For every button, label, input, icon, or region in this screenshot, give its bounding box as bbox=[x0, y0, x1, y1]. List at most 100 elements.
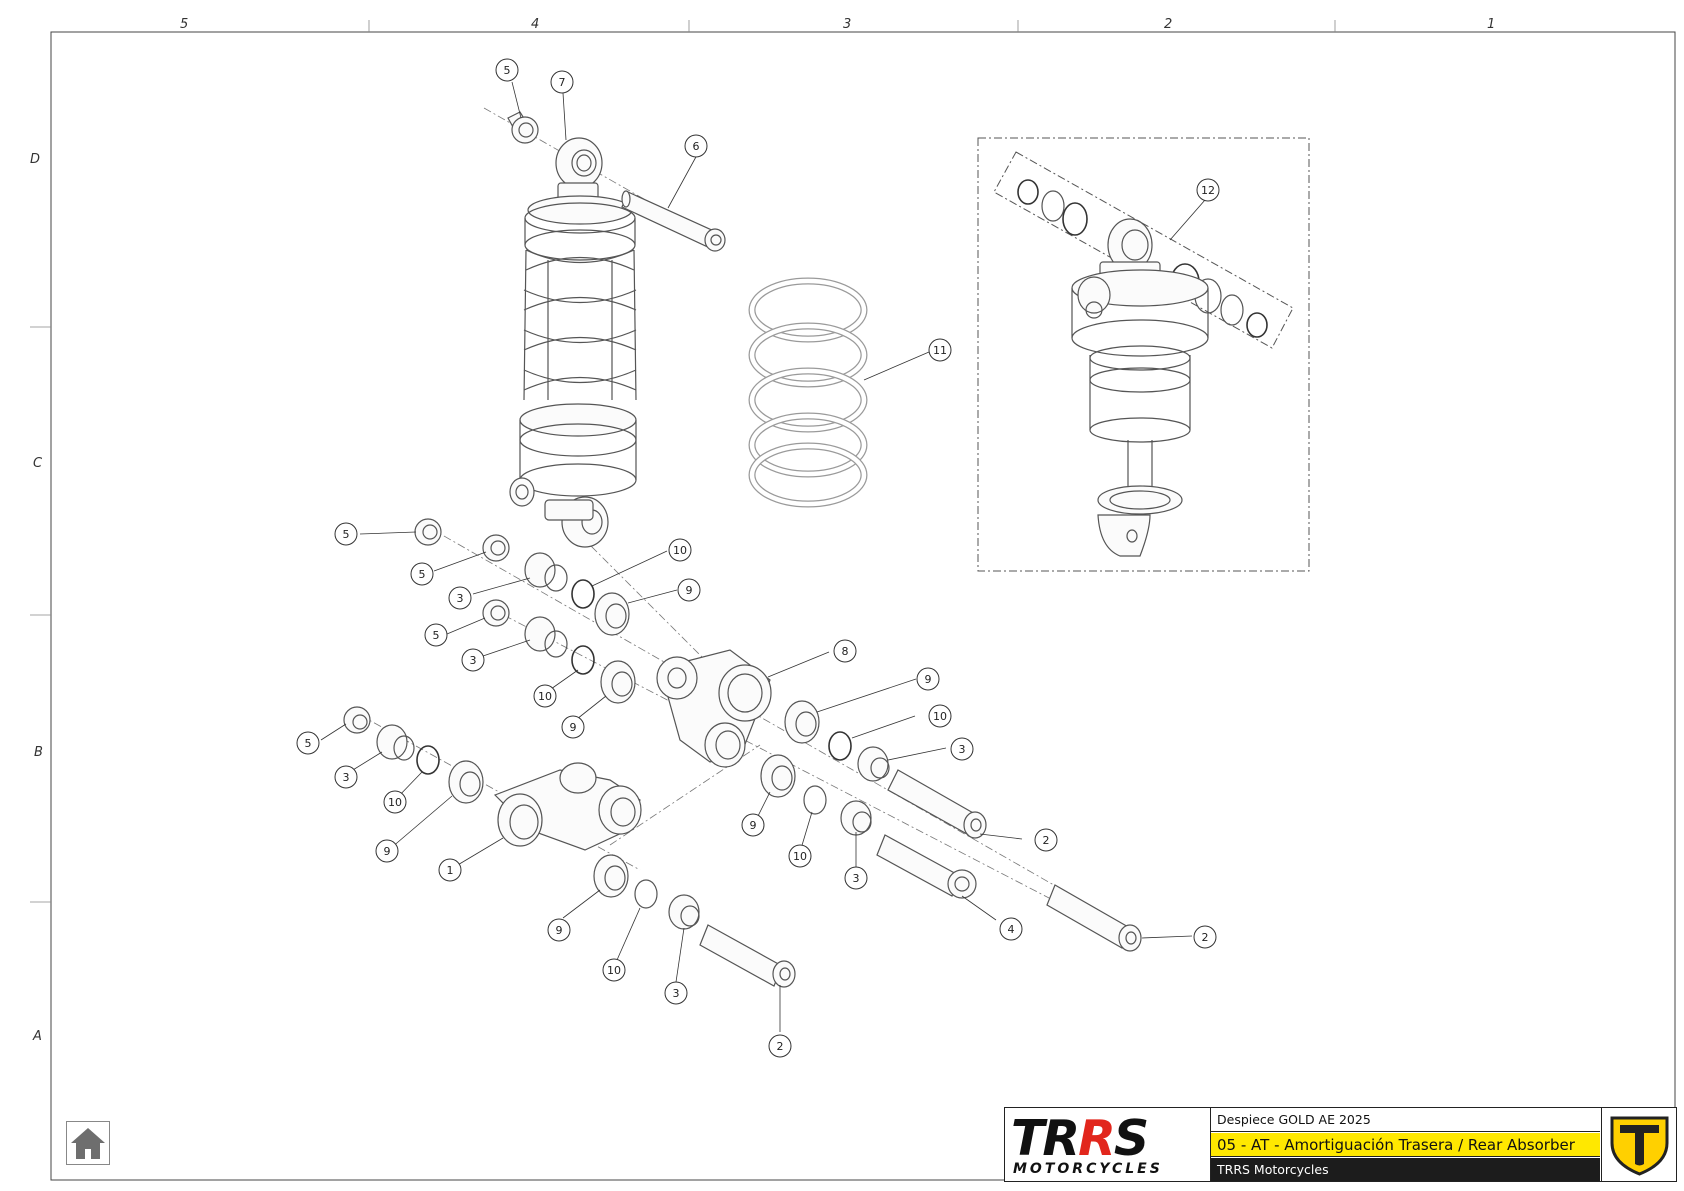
callout-10: 10 bbox=[533, 684, 557, 708]
svg-text:10: 10 bbox=[673, 544, 687, 557]
callout-8: 8 bbox=[833, 639, 857, 663]
callout-9: 9 bbox=[741, 813, 765, 837]
assembly-axes bbox=[359, 107, 1131, 941]
shock-absorber bbox=[509, 137, 637, 548]
logo-subtitle: MOTORCYCLES bbox=[1013, 1161, 1163, 1177]
svg-text:3: 3 bbox=[470, 654, 477, 667]
svg-text:10: 10 bbox=[933, 710, 947, 723]
callout-9: 9 bbox=[547, 918, 571, 942]
callout-5: 5 bbox=[495, 58, 519, 82]
grid-col-label: 3 bbox=[843, 17, 851, 32]
home-icon bbox=[71, 1128, 105, 1159]
svg-text:5: 5 bbox=[433, 629, 440, 642]
callout-3: 3 bbox=[844, 866, 868, 890]
svg-text:9: 9 bbox=[925, 673, 932, 686]
trrs-logo: TRRS MOTORCYCLES bbox=[1005, 1108, 1211, 1181]
svg-text:9: 9 bbox=[750, 819, 757, 832]
drawing-frame bbox=[50, 31, 1676, 1181]
svg-text:5: 5 bbox=[305, 737, 312, 750]
callout-10: 10 bbox=[668, 538, 692, 562]
svg-text:3: 3 bbox=[673, 987, 680, 1000]
bearing-set-middle bbox=[482, 599, 636, 704]
callout-2: 2 bbox=[768, 1034, 792, 1058]
grid-col-label: 2 bbox=[1164, 17, 1172, 32]
svg-text:3: 3 bbox=[343, 771, 350, 784]
inset-detail-12 bbox=[977, 137, 1310, 572]
svg-text:3: 3 bbox=[959, 743, 966, 756]
svg-text:9: 9 bbox=[570, 721, 577, 734]
part-8-link bbox=[656, 649, 772, 768]
svg-text:5: 5 bbox=[504, 64, 511, 77]
svg-text:2: 2 bbox=[1043, 834, 1050, 847]
svg-text:4: 4 bbox=[1008, 923, 1015, 936]
svg-text:5: 5 bbox=[343, 528, 350, 541]
bearing-set-lower-right bbox=[760, 754, 1142, 952]
title-info: Despiece GOLD AE 2025 05 - AT - Amortigu… bbox=[1211, 1108, 1600, 1181]
callout-1: 1 bbox=[438, 858, 462, 882]
callout-3: 3 bbox=[461, 648, 485, 672]
svg-text:2: 2 bbox=[777, 1040, 784, 1053]
bearing-set-upper bbox=[414, 518, 630, 636]
svg-text:11: 11 bbox=[933, 344, 947, 357]
svg-text:1: 1 bbox=[447, 864, 454, 877]
svg-text:3: 3 bbox=[853, 872, 860, 885]
logo-wordmark: TRRS bbox=[1011, 1110, 1149, 1167]
callout-10: 10 bbox=[383, 790, 407, 814]
bearing-set-lower-left bbox=[343, 706, 484, 804]
callout-11: 11 bbox=[928, 338, 952, 362]
callout-10: 10 bbox=[928, 704, 952, 728]
callout-3: 3 bbox=[950, 737, 974, 761]
callout-2: 2 bbox=[1034, 828, 1058, 852]
grid-col-label: 4 bbox=[531, 17, 539, 32]
home-button[interactable] bbox=[66, 1121, 110, 1165]
callout-9: 9 bbox=[677, 578, 701, 602]
svg-text:9: 9 bbox=[556, 924, 563, 937]
svg-text:5: 5 bbox=[419, 568, 426, 581]
svg-text:7: 7 bbox=[559, 76, 566, 89]
callout-3: 3 bbox=[448, 586, 472, 610]
callout-9: 9 bbox=[375, 839, 399, 863]
svg-text:12: 12 bbox=[1201, 184, 1215, 197]
grid-ticks bbox=[30, 20, 1336, 903]
part-5-cap-top bbox=[507, 111, 539, 144]
callout-3: 3 bbox=[334, 765, 358, 789]
callout-3: 3 bbox=[664, 981, 688, 1005]
svg-text:8: 8 bbox=[842, 645, 849, 658]
callout-10: 10 bbox=[788, 844, 812, 868]
company-name: TRRS Motorcycles bbox=[1211, 1158, 1600, 1181]
title-block: TRRS MOTORCYCLES Despiece GOLD AE 2025 0… bbox=[1004, 1107, 1677, 1182]
bearing-set-right bbox=[784, 700, 987, 839]
callout-5: 5 bbox=[410, 562, 434, 586]
grid-row-label: A bbox=[32, 1029, 42, 1044]
svg-text:6: 6 bbox=[693, 140, 700, 153]
grid-row-label: B bbox=[34, 745, 43, 760]
part-11-spring bbox=[748, 277, 868, 508]
callout-2: 2 bbox=[1193, 925, 1217, 949]
callout-5: 5 bbox=[424, 623, 448, 647]
document-name: Despiece GOLD AE 2025 bbox=[1211, 1108, 1600, 1132]
callout-7: 7 bbox=[550, 70, 574, 94]
callout-5: 5 bbox=[296, 731, 320, 755]
svg-text:9: 9 bbox=[384, 845, 391, 858]
svg-text:10: 10 bbox=[793, 850, 807, 863]
callout-10: 10 bbox=[602, 958, 626, 982]
brand-box bbox=[1601, 1108, 1677, 1181]
part-1-rocker bbox=[493, 762, 642, 851]
callout-9: 9 bbox=[561, 715, 585, 739]
grid-col-label: 5 bbox=[180, 17, 188, 32]
callout-5: 5 bbox=[334, 522, 358, 546]
brand-shield-icon bbox=[1610, 1116, 1669, 1176]
callout-4: 4 bbox=[999, 917, 1023, 941]
svg-text:10: 10 bbox=[607, 964, 621, 977]
svg-text:2: 2 bbox=[1202, 931, 1209, 944]
grid-col-label: 1 bbox=[1487, 17, 1495, 32]
svg-text:10: 10 bbox=[538, 690, 552, 703]
grid-row-label: D bbox=[30, 152, 40, 167]
svg-text:9: 9 bbox=[686, 584, 693, 597]
section-title: 05 - AT - Amortiguación Trasera / Rear A… bbox=[1211, 1133, 1600, 1157]
part-6-pin bbox=[621, 190, 726, 252]
svg-text:3: 3 bbox=[457, 592, 464, 605]
callout-6: 6 bbox=[684, 134, 708, 158]
bearing-set-bottom bbox=[593, 854, 796, 988]
